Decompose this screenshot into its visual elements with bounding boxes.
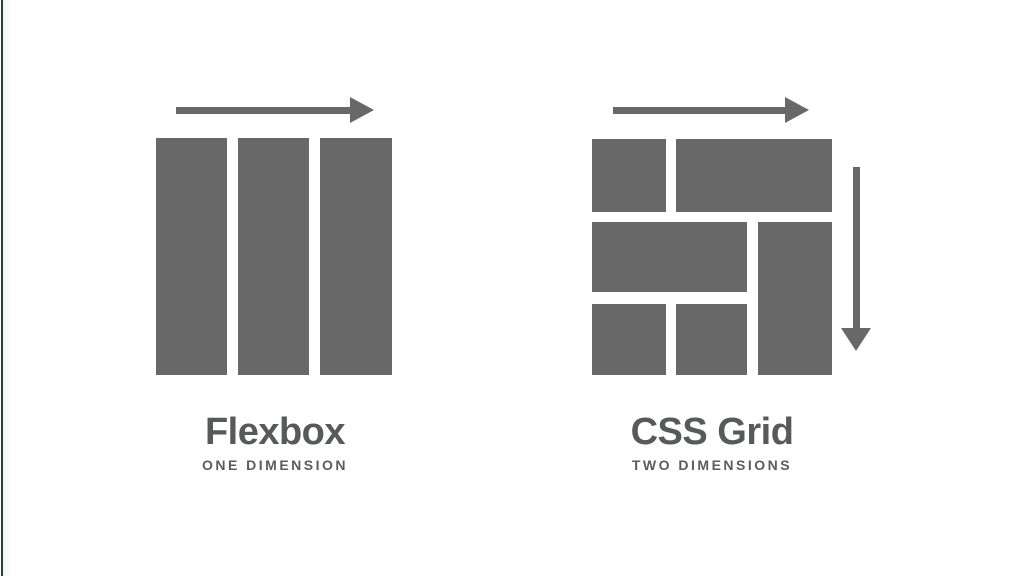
- down-arrow-shaft: [853, 167, 860, 329]
- flexbox-title: Flexbox: [204, 411, 346, 453]
- flexbox-subtitle: ONE DIMENSION: [201, 457, 349, 473]
- grid-cell-row3-col2: [676, 304, 747, 375]
- grid-cell-row3-col1: [592, 304, 666, 375]
- grid-cell-row2-row3-col3: [758, 222, 832, 375]
- css-grid-subtitle: TWO DIMENSIONS: [631, 457, 793, 473]
- grid-cell-row2-col1-col2: [592, 222, 747, 292]
- flexbox-column-bar-2: [238, 138, 309, 375]
- right-arrow-shaft: [613, 107, 786, 114]
- right-arrow-head: [350, 97, 374, 123]
- grid-cell-row1-col1: [592, 139, 666, 212]
- right-arrow-head: [785, 97, 809, 123]
- flexbox-column-bar-3: [320, 138, 392, 375]
- right-arrow-shaft: [176, 107, 352, 114]
- left-edge-line: [1, 0, 3, 576]
- down-arrow-head: [841, 328, 871, 351]
- css-grid-title: CSS Grid: [630, 411, 794, 453]
- grid-cell-row1-col2-col3: [676, 139, 832, 212]
- flexbox-column-bar-1: [156, 138, 227, 375]
- left-edge-tint: [3, 0, 12, 576]
